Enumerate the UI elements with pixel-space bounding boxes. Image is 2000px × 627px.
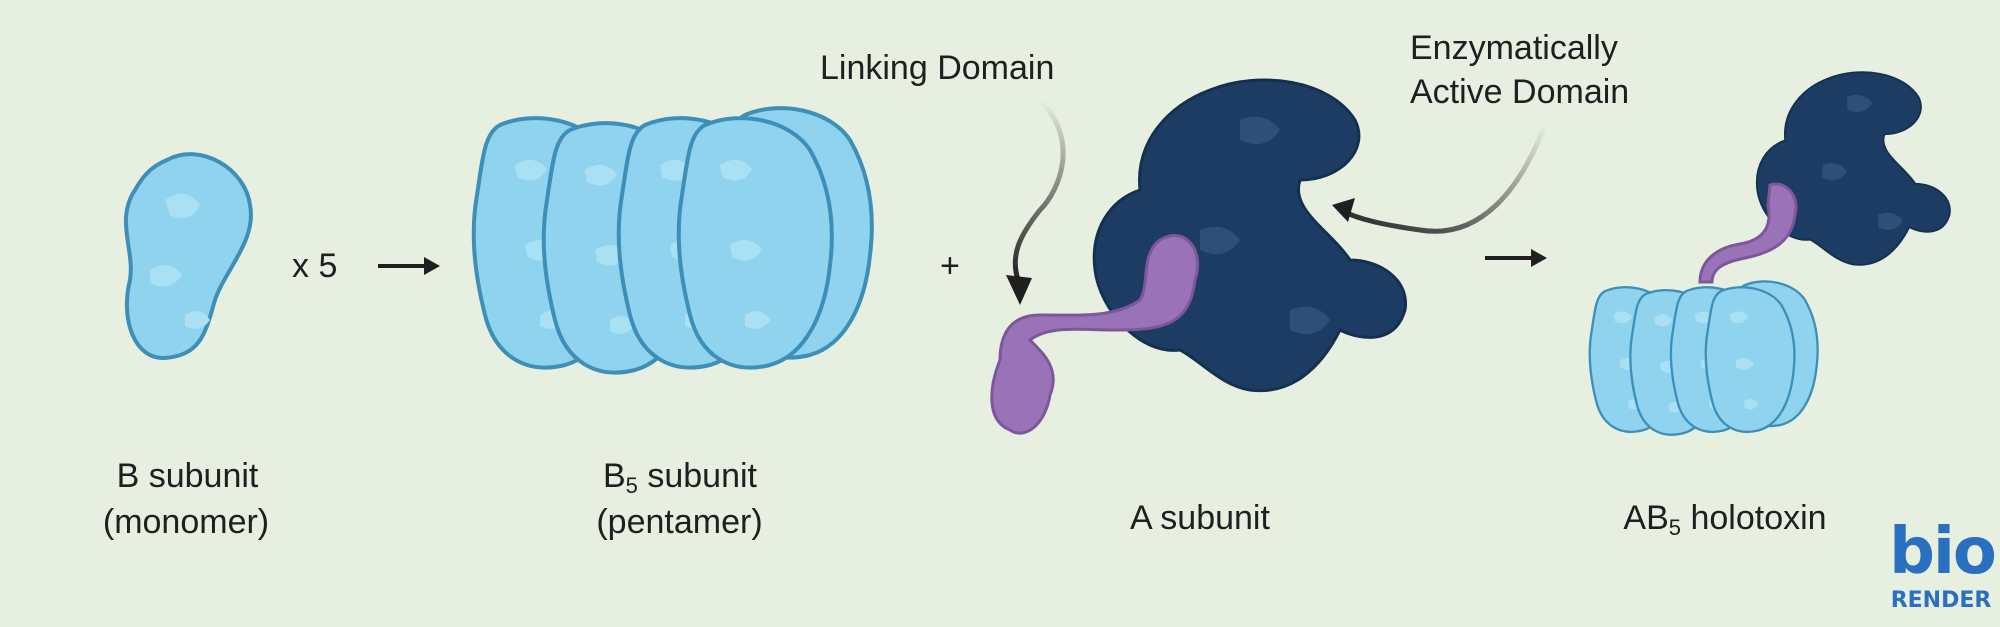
a-subunit-shape — [1092, 78, 1408, 393]
arrow-to-holotoxin — [1485, 249, 1547, 267]
biorender-logo-bio: bio — [1889, 515, 1997, 589]
b5-label-rest: subunit — [637, 457, 758, 495]
biorender-logo-render: RENDER — [1890, 588, 1992, 613]
ab5-label-rest: holotoxin — [1681, 499, 1827, 537]
plus-sign: + — [940, 247, 960, 285]
times-five-label: x 5 — [292, 247, 338, 285]
b5-pentamer-shape — [471, 106, 874, 375]
b5-label-line2: (pentamer) — [596, 503, 763, 541]
enzymatic-domain-label-line1: Enzymatically — [1410, 29, 1618, 67]
b-monomer-label-line1: B subunit — [116, 457, 259, 495]
enzymatic-domain-label-line2: Active Domain — [1410, 73, 1630, 111]
a-subunit-label: A subunit — [1130, 499, 1270, 537]
linking-domain-shape — [990, 234, 1200, 435]
b5-label-line1: B5 subunit — [580, 456, 780, 506]
arrow-to-pentamer — [378, 257, 440, 275]
b5-label-subscript: 5 — [625, 473, 638, 498]
b-subunit-monomer-shape — [123, 152, 253, 361]
linking-domain-label: Linking Domain — [820, 49, 1055, 87]
ab5-label-subscript: 5 — [1668, 515, 1682, 540]
b-monomer-label-line2: (monomer) — [102, 503, 270, 541]
enzymatic-domain-arrow — [1332, 124, 1548, 234]
ab5-label: AB5 holotoxin — [1595, 498, 1855, 548]
ab5-holotoxin-shape — [1588, 71, 1951, 436]
linking-domain-arrow — [1006, 98, 1066, 305]
ab5-label-main: AB — [1623, 499, 1669, 537]
b5-label-main: B — [602, 457, 626, 495]
